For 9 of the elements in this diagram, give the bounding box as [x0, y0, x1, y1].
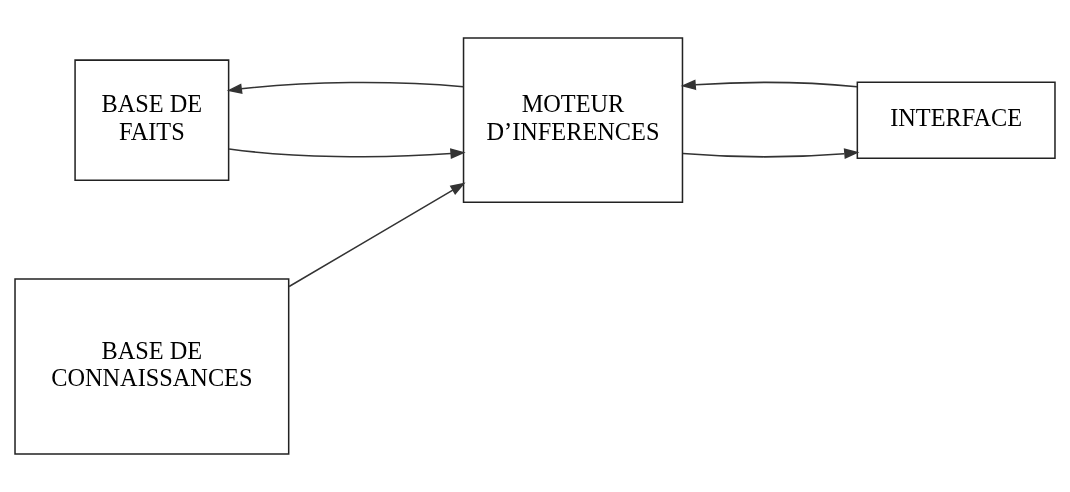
node-box: MOTEUR D’INFERENCES: [462, 37, 684, 204]
arrow: [680, 79, 858, 91]
arrow: [228, 148, 466, 159]
arrow: [682, 148, 860, 159]
arrow: [288, 182, 466, 288]
arrow: [226, 81, 465, 95]
node-box: INTERFACE: [856, 81, 1056, 159]
node-box: BASE DE CONNAISSANCES: [14, 278, 290, 455]
node-box: BASE DE FAITS: [74, 59, 230, 181]
